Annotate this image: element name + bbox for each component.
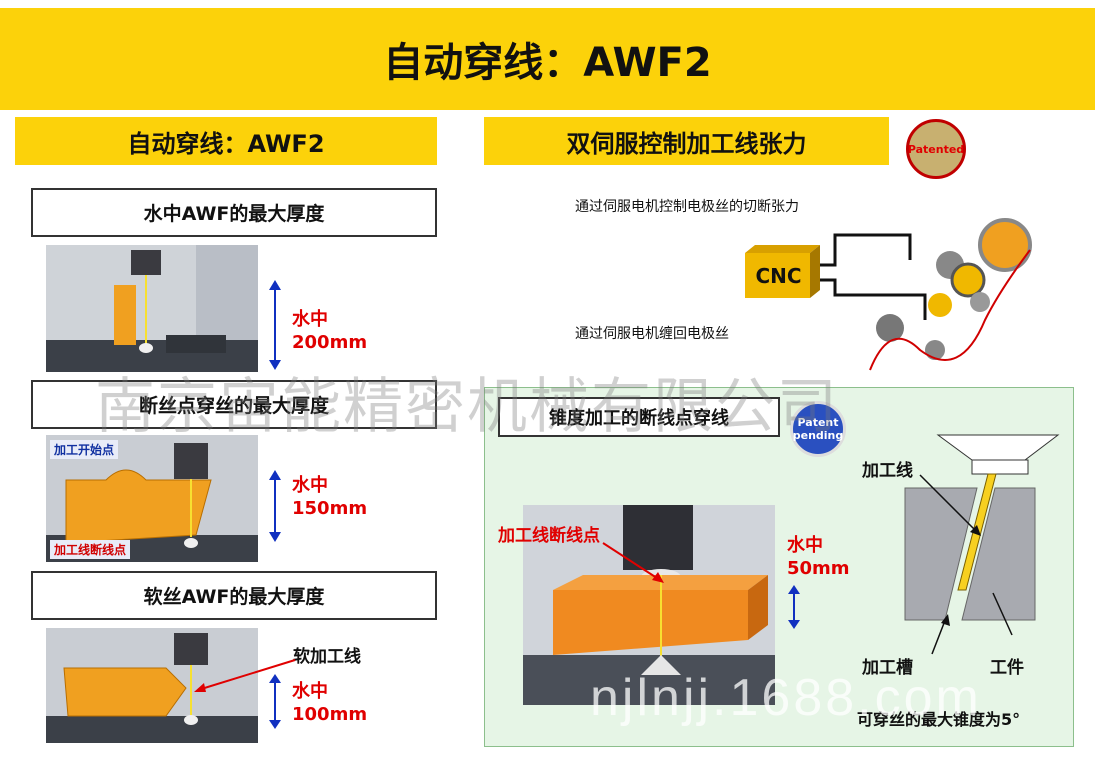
watermark-company: 南京宙能精密机械有限公司	[95, 372, 839, 442]
tag-break-point: 加工线断线点	[50, 540, 131, 559]
panel-label-breakpoint: 断丝点穿丝的最大厚度	[31, 380, 437, 429]
cnc-label: CNC	[755, 263, 802, 288]
photo-underwater-awf	[46, 245, 258, 372]
dimension-arrow-150	[269, 470, 281, 542]
label-max-taper: 可穿丝的最大锥度为5°	[857, 710, 1021, 729]
spec-100mm: 水中 100mm	[292, 681, 368, 725]
label-soft-wire: 软加工线	[293, 647, 361, 667]
desc-tension: 通过伺服电机控制电极丝的切断张力	[575, 199, 799, 215]
taper-panel-label: 锥度加工的断线点穿线	[498, 397, 780, 437]
pointer-groove	[931, 614, 950, 655]
watermark-site: njlnjj.1688.com	[590, 669, 982, 727]
label-wire: 加工线	[862, 461, 913, 481]
photo-taper-threading	[523, 505, 775, 705]
pointer-break-point	[602, 542, 664, 583]
panel-label-underwater: 水中AWF的最大厚度	[31, 188, 437, 237]
panel-label-soft-wire: 软丝AWF的最大厚度	[31, 571, 437, 620]
tag-start-point: 加工开始点	[50, 440, 119, 459]
pointer-workpiece	[992, 592, 1013, 636]
spec-200mm: 水中 200mm	[292, 309, 368, 353]
photo-soft-wire-awf	[46, 628, 258, 743]
patented-badge: Patented	[906, 119, 966, 179]
page-title: 自动穿线：AWF2	[0, 8, 1095, 110]
pointer-wire	[919, 474, 981, 536]
dimension-arrow-100	[269, 674, 281, 729]
dimension-arrow-200	[269, 280, 281, 370]
label-break-point: 加工线断线点	[498, 526, 600, 546]
pointer-soft-wire	[194, 659, 296, 692]
right-section-title: 双伺服控制加工线张力	[484, 117, 889, 165]
label-groove: 加工槽	[862, 658, 913, 678]
servo-diagram	[745, 218, 1032, 371]
desc-rewind: 通过伺服电机缠回电极丝	[575, 326, 729, 342]
dimension-arrow-50	[788, 585, 800, 629]
label-workpiece: 工件	[990, 658, 1024, 678]
spec-50mm: 水中 50mm	[787, 535, 850, 579]
patent-pending-badge: Patent pending	[790, 401, 846, 457]
left-section-title: 自动穿线：AWF2	[15, 117, 437, 165]
spec-150mm: 水中 150mm	[292, 475, 368, 519]
